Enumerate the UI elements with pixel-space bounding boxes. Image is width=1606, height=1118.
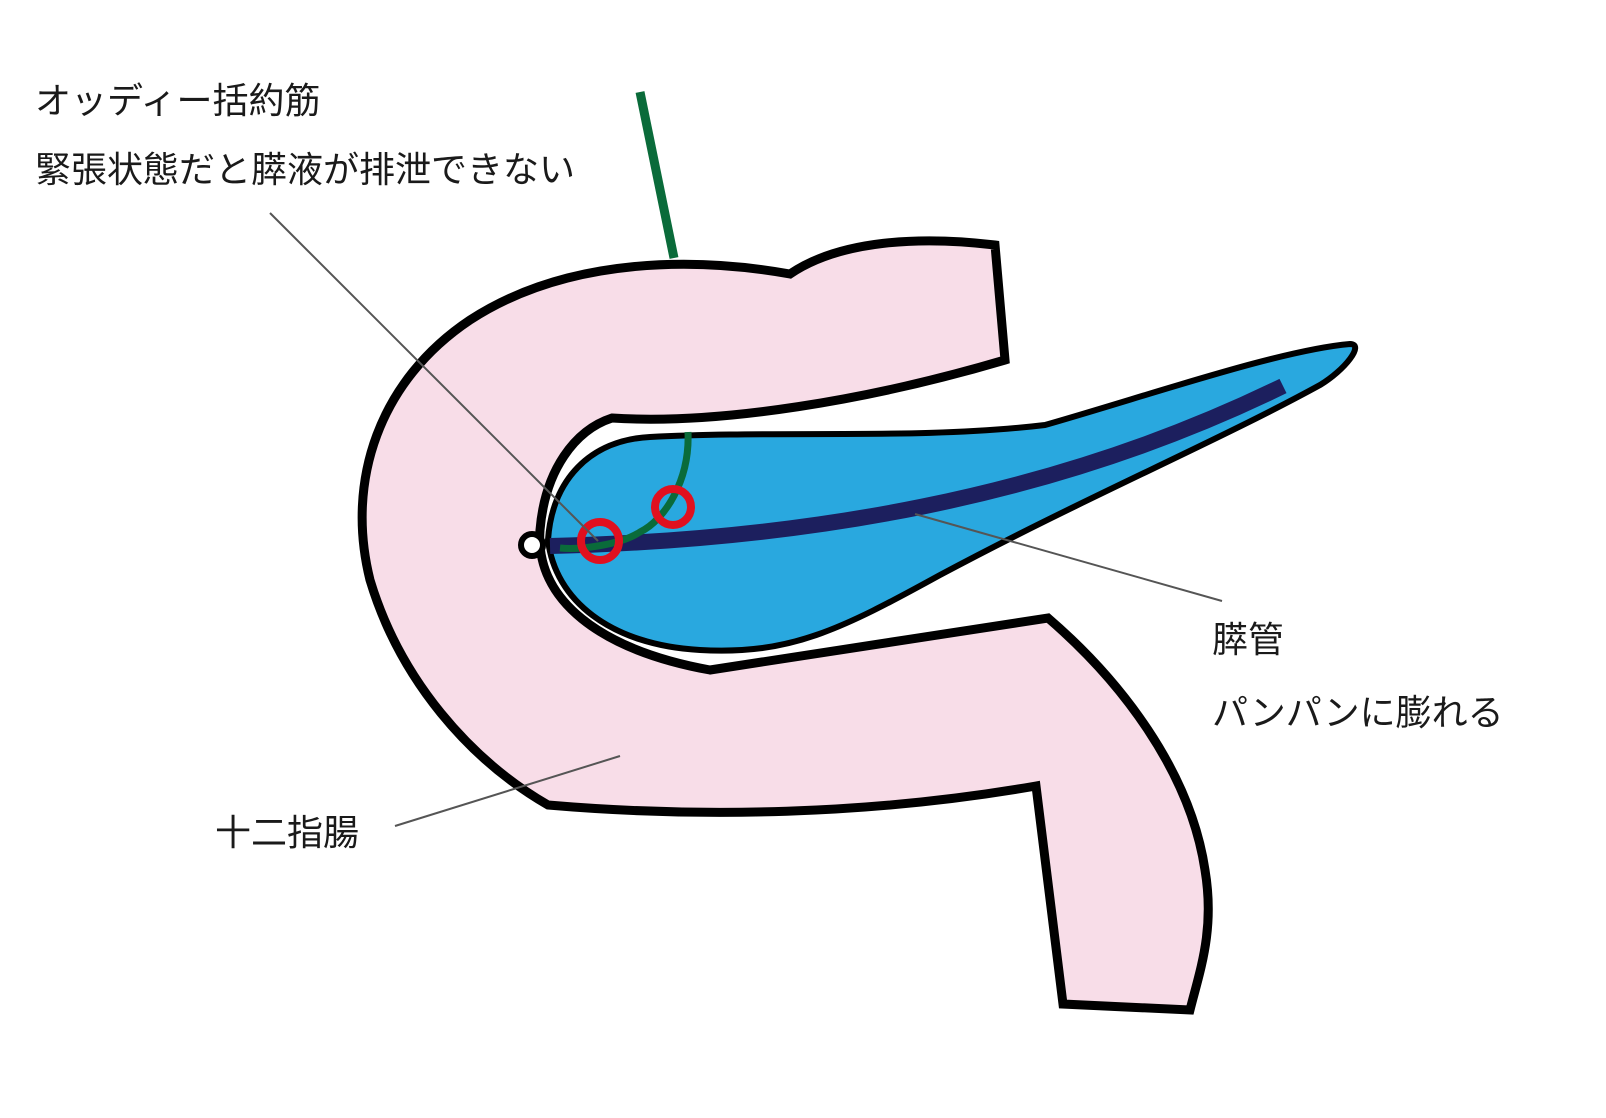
sphincter-note: 緊張状態だと膵液が排泄できない bbox=[35, 150, 575, 191]
papilla-opening bbox=[518, 531, 546, 559]
duct-title: 膵管 bbox=[1212, 620, 1284, 661]
sphincter-ring-main bbox=[577, 518, 623, 564]
pancreatic-duct bbox=[549, 378, 1287, 554]
leader-line-sphincter bbox=[269, 212, 599, 542]
sphincter-ring-bile bbox=[651, 485, 695, 529]
bile-duct-upper bbox=[635, 91, 679, 259]
leader-line-duodenum bbox=[394, 755, 621, 827]
leader-line-duct bbox=[914, 513, 1223, 602]
duct-note: パンパンに膨れる bbox=[1212, 693, 1504, 734]
sphincter-title: オッディー括約筋 bbox=[35, 81, 320, 122]
duodenum-label: 十二指腸 bbox=[215, 813, 359, 854]
duodenum bbox=[357, 236, 1213, 1015]
